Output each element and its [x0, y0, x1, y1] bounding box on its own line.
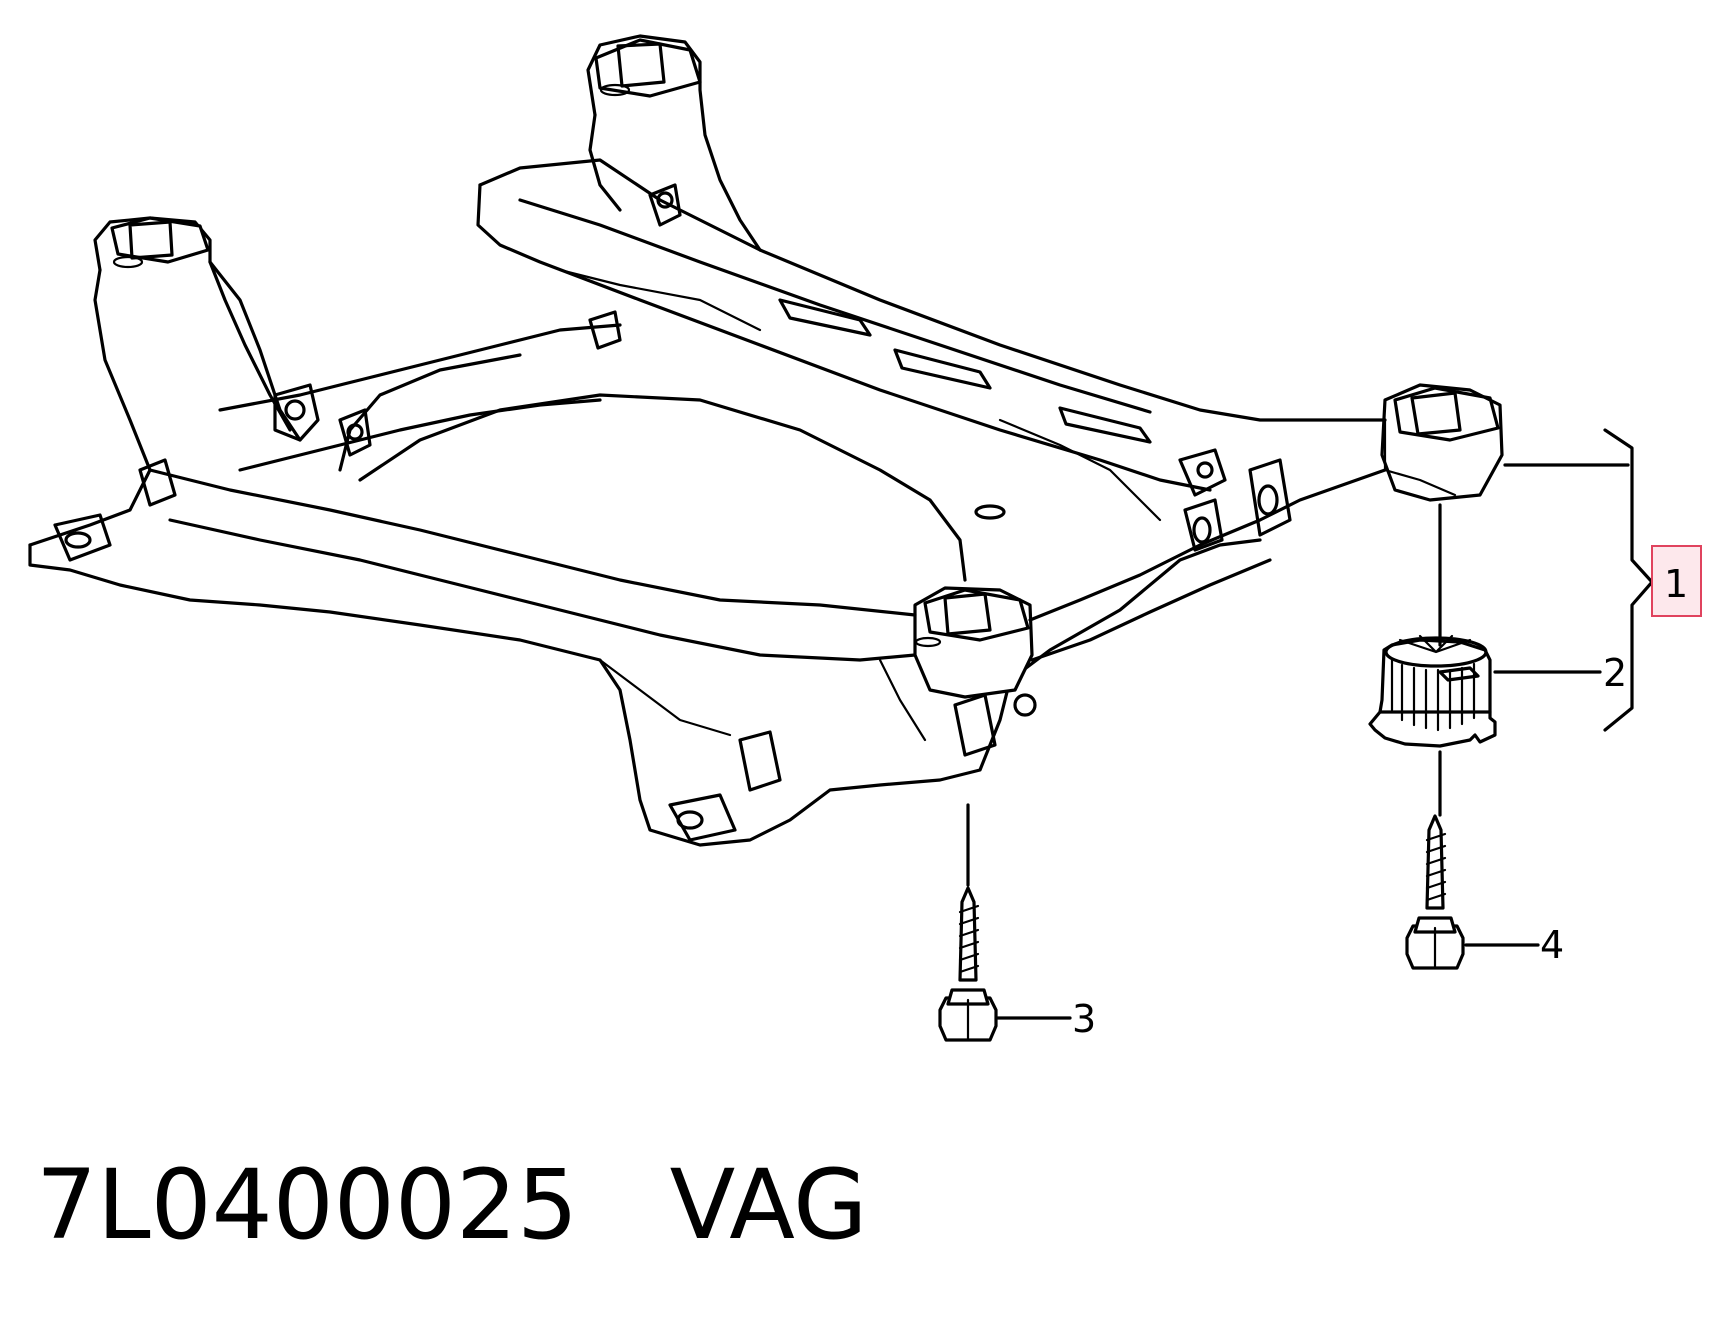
front-subframe-drawing: [28, 34, 1504, 847]
callout-1[interactable]: 1: [1664, 562, 1688, 606]
subframe-bushing-part-2: [1368, 634, 1497, 748]
part-number: 7L0400025: [36, 1149, 579, 1261]
bolt-part-4: [1405, 814, 1465, 970]
callout-1-highlight: [1651, 545, 1702, 617]
callout-2[interactable]: 2: [1603, 651, 1627, 695]
callout-3[interactable]: 3: [1072, 997, 1096, 1041]
bolt-part-3: [938, 886, 998, 1042]
brand-name: VAG: [669, 1149, 868, 1261]
callout-4[interactable]: 4: [1540, 923, 1564, 967]
callout-labels: 1 2 3 4: [1072, 545, 1702, 1041]
part-caption: 7L0400025 VAG: [36, 1150, 868, 1260]
